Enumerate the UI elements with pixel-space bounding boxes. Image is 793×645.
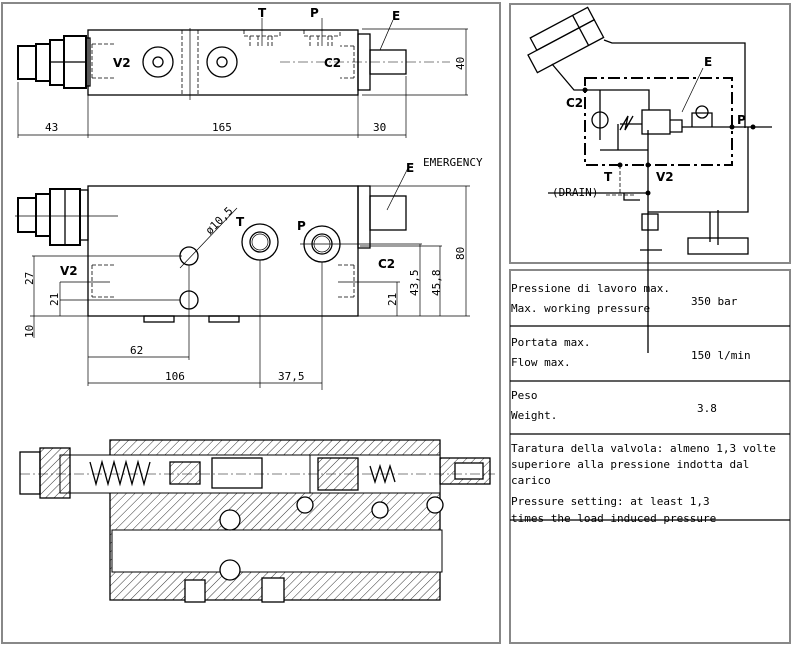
schematic-label-v2: V2 [656,170,674,184]
note-it-2: superiore alla pressione indotta dal car… [511,458,750,487]
dim-37-5: 37,5 [278,370,305,383]
dim-106: 106 [165,370,185,383]
port-label-p: P [310,6,319,20]
section-view [19,439,495,603]
dim-45-8: 45,8 [430,270,443,297]
dim-30: 30 [373,121,386,134]
dim-21-left: 21 [48,293,61,306]
spec-label-it: Pressione di lavoro max. [511,282,670,295]
schematic-label-drain: (DRAIN) [552,186,598,199]
port-label-c2: C2 [324,56,341,70]
dim-21-right: 21 [386,293,399,306]
front-view: T P E EMERGENCY V2 C2 ø10,5 27 21 10 62 … [15,156,483,390]
dim-80: 80 [454,247,467,260]
drawing-frame [1,2,501,644]
spec-value: 3.8 [697,402,717,415]
pressure-setting-notes: Taratura della valvola: almeno 1,3 volte… [511,441,793,527]
spec-row-pressure: Pressione di lavoro max. Max. working pr… [511,279,670,319]
spec-value: 350 bar [691,295,738,308]
spec-row-flow: Portata max. Flow max. [511,333,590,373]
dim-40: 40 [454,57,467,70]
port-label-e: E [392,9,400,23]
port-label-p: P [297,219,306,233]
schematic-frame [509,3,791,264]
spec-value: 150 l/min [691,349,751,362]
schematic-label-e: E [704,55,712,69]
schematic-label-p: P [737,113,746,127]
specs-frame [509,269,791,644]
port-label-e: E [406,161,414,175]
cartridge-nut [15,188,118,246]
cartridge-nut [17,35,91,89]
dim-43-5: 43,5 [408,270,421,297]
schematic-label-t: T [604,170,613,184]
dim-165: 165 [212,121,232,134]
spec-label-en: Flow max. [511,356,571,369]
port-label-t: T [236,215,245,229]
note-it-1: Taratura della valvola: almeno 1,3 volte [511,442,776,455]
dim-hole-diameter: ø10,5 [203,205,236,238]
port-label-c2: C2 [378,257,395,271]
port-label-v2: V2 [113,56,131,70]
port-label-t: T [258,6,267,20]
port-label-v2: V2 [60,264,78,278]
spec-label-en: Weight. [511,409,558,422]
spec-label-it: Peso [511,389,538,402]
spec-label-it: Portata max. [511,336,591,349]
dim-62: 62 [130,344,143,357]
dim-43: 43 [45,121,58,134]
spec-label-en: Max. working pressure [511,302,651,315]
emergency-label: EMERGENCY [423,156,483,169]
spec-row-weight: Peso Weight. [511,386,557,426]
schematic-label-c2: C2 [566,96,583,110]
top-view: T P E V2 C2 43 165 30 40 [17,6,468,138]
dim-27: 27 [23,272,36,285]
cylinder-symbol [527,6,605,74]
note-en-1: Pressure setting: at least 1,3 [511,495,710,508]
dim-10: 10 [23,325,36,338]
note-en-2: times the load induced pressure [511,512,717,525]
hydraulic-schematic: E C2 P T V2 (DRAIN) [527,6,772,353]
